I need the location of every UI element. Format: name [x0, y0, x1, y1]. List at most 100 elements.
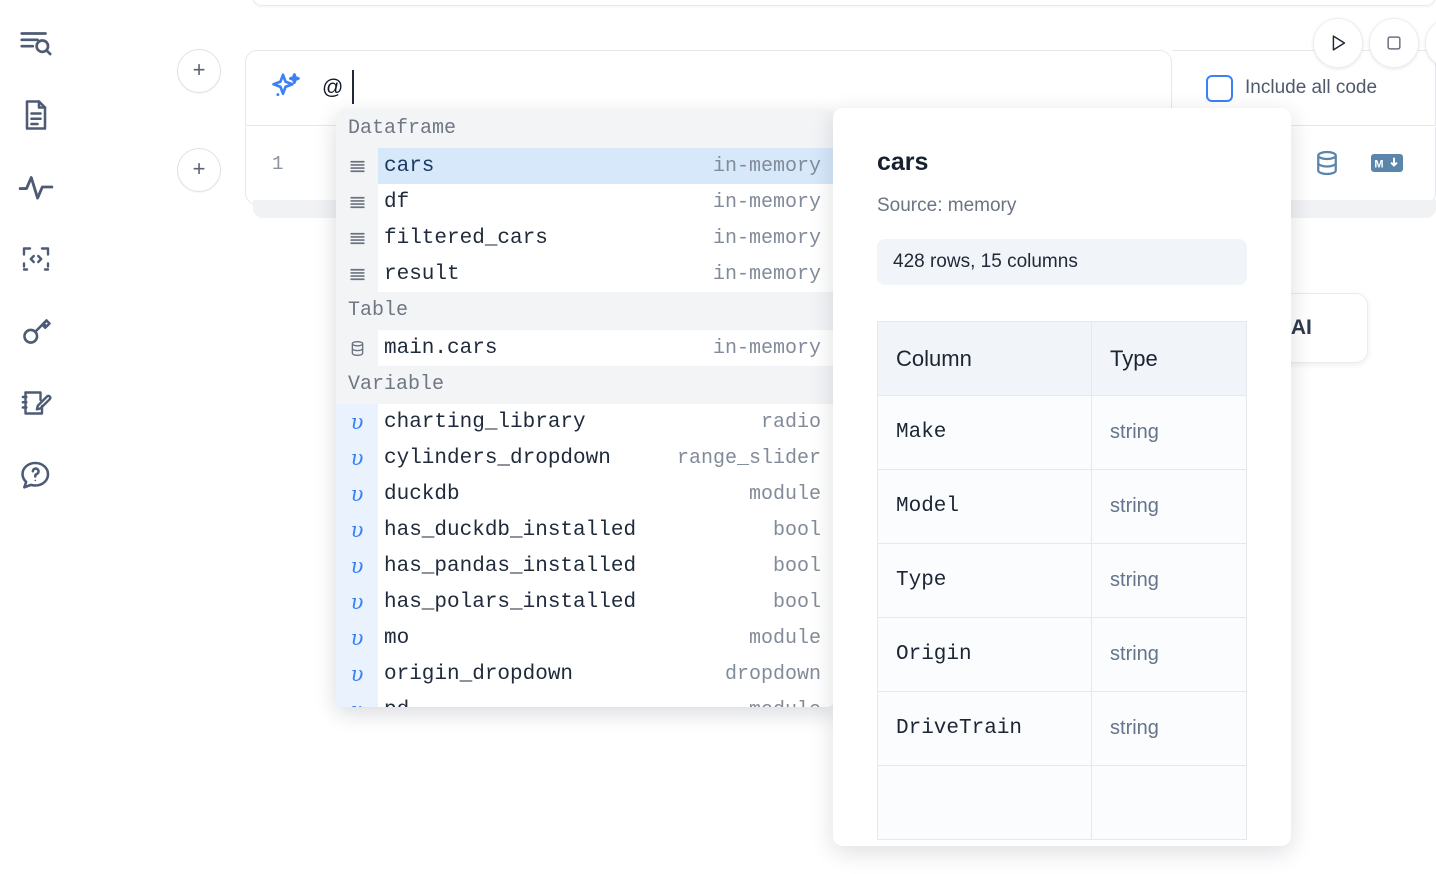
table-icon	[336, 330, 378, 366]
schema-column-name: Type	[876, 543, 1093, 618]
activity-icon[interactable]	[14, 162, 58, 212]
run-button[interactable]	[1313, 18, 1363, 68]
dataframe-icon	[336, 220, 378, 256]
text-caret	[352, 70, 354, 104]
plus-icon: +	[192, 155, 206, 181]
code-snippet-icon[interactable]	[14, 234, 58, 284]
checkbox-box[interactable]	[1206, 74, 1233, 102]
autocomplete-item[interactable]: filtered_cars in-memory	[336, 220, 835, 256]
preview-shape-badge: 428 rows, 15 columns	[877, 239, 1247, 285]
include-all-code-label: Include all code	[1245, 77, 1378, 98]
cell-above-partial	[252, 0, 1436, 6]
autocomplete-item-type: in-memory	[712, 336, 821, 360]
ai-prompt-input[interactable]	[322, 68, 1171, 108]
dataframe-icon	[336, 256, 378, 292]
autocomplete-item-name: main.cars	[384, 336, 498, 360]
column-header-type: Type	[1091, 321, 1247, 396]
schema-column-name	[876, 765, 1093, 840]
schema-column-type: string	[1091, 469, 1247, 544]
autocomplete-group-variable: Variable	[336, 366, 835, 404]
preview-title: cars	[877, 148, 929, 176]
autocomplete-item-name: has_pandas_installed	[384, 554, 637, 578]
document-icon[interactable]	[14, 90, 58, 140]
add-cell-button-bottom[interactable]: +	[177, 148, 221, 192]
schema-column-type: string	[1091, 543, 1247, 618]
variable-icon: υ	[336, 404, 378, 440]
schema-column-type: string	[1091, 691, 1247, 766]
schema-column-name: Origin	[876, 617, 1093, 692]
autocomplete-item-name: df	[384, 190, 410, 214]
sparkles-icon	[268, 70, 304, 106]
autocomplete-item-name: has_duckdb_installed	[384, 518, 637, 542]
autocomplete-item-type: in-memory	[712, 262, 821, 286]
schema-column-name: Make	[876, 395, 1093, 470]
database-icon[interactable]	[1312, 148, 1342, 178]
markdown-icon[interactable]: M	[1370, 151, 1404, 175]
variable-icon: υ	[336, 692, 378, 707]
autocomplete-item-name: charting_library	[384, 410, 586, 434]
autocomplete-item-type: module	[748, 482, 821, 506]
variable-icon: υ	[336, 476, 378, 512]
autocomplete-item-type: bool	[772, 518, 821, 542]
include-all-code-checkbox[interactable]: Include all code	[1206, 74, 1378, 102]
explore-search-icon[interactable]	[14, 18, 58, 68]
autocomplete-item-name: cylinders_dropdown	[384, 446, 611, 470]
autocomplete-item-type: radio	[760, 410, 821, 434]
autocomplete-item-name: pd	[384, 699, 409, 708]
autocomplete-item-type: dropdown	[724, 662, 821, 686]
variable-icon: υ	[336, 656, 378, 692]
autocomplete-item-type: bool	[772, 590, 821, 614]
dataframe-icon	[336, 184, 378, 220]
stop-button[interactable]	[1369, 18, 1419, 68]
autocomplete-item-name: filtered_cars	[384, 226, 548, 250]
schema-column-type	[1091, 765, 1247, 840]
autocomplete-item[interactable]: main.cars in-memory	[336, 330, 835, 366]
schema-column-type: string	[1091, 395, 1247, 470]
dataframe-icon	[336, 148, 378, 184]
autocomplete-item-type: bool	[772, 554, 821, 578]
schema-column-name: Model	[876, 469, 1093, 544]
help-chat-icon[interactable]	[14, 450, 58, 500]
autocomplete-item-name: origin_dropdown	[384, 662, 574, 686]
add-cell-button-top[interactable]: +	[177, 49, 221, 93]
table-header-row: Column Type	[876, 321, 1247, 396]
column-header-column: Column	[876, 321, 1093, 396]
autocomplete-item-name: has_polars_installed	[384, 590, 637, 614]
variable-icon: υ	[336, 620, 378, 656]
autocomplete-item[interactable]: result in-memory	[336, 256, 835, 292]
autocomplete-item-type: in-memory	[712, 226, 821, 250]
table-row	[876, 765, 1247, 840]
autocomplete-item-name: duckdb	[384, 482, 460, 506]
plus-icon: +	[192, 56, 206, 82]
autocomplete-item[interactable]: υpdmodule	[336, 692, 835, 707]
key-icon[interactable]	[14, 306, 58, 356]
autocomplete-item-type: module	[748, 626, 821, 650]
variable-icon: υ	[336, 584, 378, 620]
scratchpad-edit-icon[interactable]	[14, 378, 58, 428]
autocomplete-group-dataframe: Dataframe	[336, 110, 835, 148]
autocomplete-group-table: Table	[336, 292, 835, 330]
variable-icon: υ	[336, 512, 378, 548]
autocomplete-item-name: cars	[384, 154, 435, 178]
autocomplete-item-name: result	[384, 262, 460, 286]
